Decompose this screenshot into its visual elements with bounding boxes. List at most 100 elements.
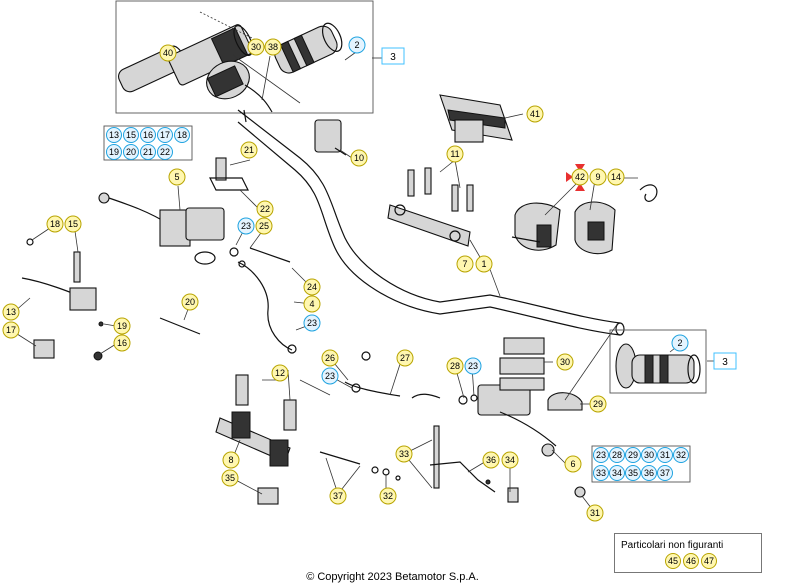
group-a-item-15: 15	[123, 127, 139, 143]
copyright: © Copyright 2023 Betamotor S.p.A.	[306, 571, 479, 583]
group-b-item-33-text: 33	[596, 468, 606, 478]
callout-40: 40	[159, 44, 177, 62]
callout-38: 38	[264, 38, 282, 56]
group-a-item-13: 13	[106, 127, 122, 143]
callout-11-text: 11	[450, 149, 459, 159]
adjuster-20	[159, 317, 201, 335]
group-b-item-28-text: 28	[612, 450, 622, 460]
reference-top-text: 3	[390, 52, 396, 63]
callout-41: 41	[526, 105, 544, 123]
group-b-item-35-text: 35	[628, 468, 638, 478]
note-item-47: 47	[701, 553, 717, 569]
note-item-47-text: 47	[704, 556, 714, 566]
callout-40-text: 40	[163, 48, 173, 58]
callout-23: 23	[237, 217, 255, 235]
note-item-45-text: 45	[668, 556, 678, 566]
note-item-45: 45	[665, 553, 681, 569]
lever-36	[429, 425, 519, 503]
group-a-item-22-text: 22	[160, 147, 170, 157]
highlight-marker-icon	[566, 164, 585, 191]
group-b-item-31: 31	[657, 447, 673, 463]
callout-32-text: 32	[383, 491, 393, 501]
group-b-item-29: 29	[625, 447, 641, 463]
group-b-item-37: 37	[657, 465, 673, 481]
callout-1-text: 1	[481, 259, 486, 269]
callout-23-text: 23	[307, 318, 317, 328]
callout-29-text: 29	[593, 399, 603, 409]
group-a-item-16-text: 16	[143, 130, 153, 140]
switch-assembly	[511, 184, 658, 255]
group-a-item-18-text: 18	[177, 130, 187, 140]
callout-26-text: 26	[325, 353, 335, 363]
callout-16: 16	[113, 334, 131, 352]
notes-box: Particolari non figuranti 45 46 47	[614, 533, 762, 573]
callout-6: 6	[564, 455, 582, 473]
callout-2-text: 2	[354, 40, 359, 50]
callout-21: 21	[240, 141, 258, 159]
bolts-11	[407, 167, 474, 212]
group-a-item-19-text: 19	[109, 147, 119, 157]
callout-35: 35	[221, 469, 239, 487]
reference-right-text: 3	[722, 357, 728, 368]
callout-8: 8	[222, 451, 240, 469]
callout-23-text: 23	[468, 361, 478, 371]
group-a-item-19: 19	[106, 144, 122, 160]
clamp-10	[314, 119, 347, 156]
group-b-item-28: 28	[609, 447, 625, 463]
callout-6-text: 6	[570, 459, 575, 469]
callout-10: 10	[350, 149, 368, 167]
callout-27-text: 27	[400, 353, 410, 363]
group-b-item-23-text: 23	[596, 450, 606, 460]
callout-13: 13	[2, 303, 20, 321]
callout-41-text: 41	[530, 109, 540, 119]
group-b-item-36-text: 36	[644, 468, 654, 478]
callout-20: 20	[181, 293, 199, 311]
callout-31: 31	[586, 504, 604, 522]
callout-23: 23	[464, 357, 482, 375]
adjuster-37	[319, 451, 401, 481]
callout-14-text: 14	[611, 172, 621, 182]
callout-4: 4	[303, 295, 321, 313]
callout-37-text: 37	[333, 491, 343, 501]
callout-27: 27	[396, 349, 414, 367]
riser-clamp-8	[215, 374, 297, 505]
grip-detail-box	[115, 0, 374, 114]
callout-23-text: 23	[325, 371, 335, 381]
group-b-item-36: 36	[641, 465, 657, 481]
handlebar-tube	[237, 109, 625, 336]
callout-18: 18	[46, 215, 64, 233]
callout-30-text: 30	[560, 357, 570, 367]
group-b-item-30: 30	[641, 447, 657, 463]
callout-33-text: 33	[399, 449, 409, 459]
callout-4-text: 4	[309, 299, 314, 309]
group-b-item-35: 35	[625, 465, 641, 481]
group-a-item-17-text: 17	[160, 130, 170, 140]
note-item-46-text: 46	[686, 556, 696, 566]
callout-19: 19	[113, 317, 131, 335]
group-a-item-20-text: 20	[126, 147, 136, 157]
group-a-item-21-text: 21	[143, 147, 153, 157]
callout-34: 34	[501, 451, 519, 469]
callout-24: 24	[303, 278, 321, 296]
callout-38-text: 38	[268, 42, 278, 52]
reference-box-top: 3	[381, 47, 405, 65]
group-a-item-13-text: 13	[109, 130, 119, 140]
right-grip-box	[609, 329, 707, 394]
group-b-item-32: 32	[673, 447, 689, 463]
callout-23: 23	[303, 314, 321, 332]
group-a-item-15-text: 15	[126, 130, 136, 140]
reference-box-right: 3	[713, 352, 737, 370]
callout-17: 17	[2, 321, 20, 339]
brake-master-6	[344, 337, 586, 498]
callout-14: 14	[607, 168, 625, 186]
callout-11: 11	[446, 145, 464, 163]
group-b-item-32-text: 32	[676, 450, 686, 460]
notes-items: 45 46 47	[665, 553, 717, 569]
group-a-item-16: 16	[140, 127, 156, 143]
callout-28-text: 28	[450, 361, 460, 371]
callout-33: 33	[395, 445, 413, 463]
notes-title: Particolari non figuranti	[621, 540, 724, 551]
group-a-item-22: 22	[157, 144, 173, 160]
callout-42-text: 42	[575, 172, 585, 182]
